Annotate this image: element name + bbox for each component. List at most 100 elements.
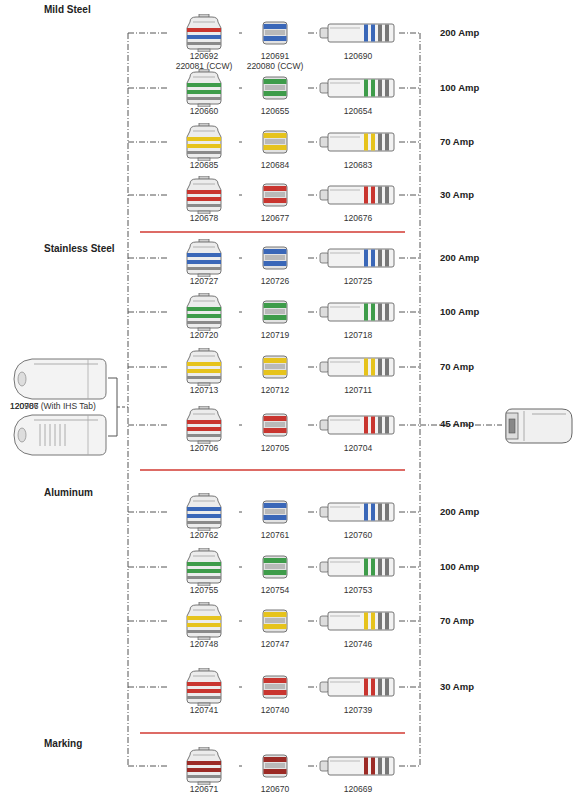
- dashed-connector: [308, 312, 317, 313]
- shield-part: 120671: [169, 747, 239, 795]
- row-leader-line: [128, 195, 169, 196]
- electrode-illustration: [317, 123, 399, 161]
- electrode-part: 120725: [317, 239, 399, 287]
- row-leader-line: [399, 258, 420, 259]
- shield-part: 120741: [169, 668, 239, 716]
- part-number: 120712: [242, 386, 308, 396]
- section-divider: [140, 732, 405, 734]
- amp-rating: 30 Amp: [440, 189, 474, 200]
- part-number: 120711: [317, 386, 399, 396]
- nozzle-illustration: [242, 293, 308, 331]
- dashed-connector: [239, 88, 242, 89]
- amp-rating: 30 Amp: [440, 681, 474, 692]
- shield-illustration: [169, 602, 239, 640]
- shield-illustration: [169, 668, 239, 706]
- dashed-connector: [308, 766, 317, 767]
- nozzle-part: 120726: [242, 239, 308, 287]
- dashed-connector: [308, 367, 317, 368]
- part-number: 120740: [242, 706, 308, 716]
- dashed-connector: [239, 621, 242, 622]
- row-leader-line: [399, 567, 420, 568]
- amp-rating: 200 Amp: [440, 27, 479, 38]
- dashed-connector: [308, 512, 317, 513]
- nozzle-illustration: [242, 493, 308, 531]
- part-number: 120907 (With IHS Tab): [10, 402, 110, 412]
- row-leader-line: [399, 88, 420, 89]
- part-number: 120727: [169, 277, 239, 287]
- electrode-part: 120676: [317, 176, 399, 224]
- part-number: 120755: [169, 586, 239, 596]
- electrode-illustration: [317, 69, 399, 107]
- torch-illustration: [506, 409, 572, 443]
- row-leader-line: [128, 258, 169, 259]
- row-leader-line: [128, 766, 169, 767]
- amp-rating: 70 Amp: [440, 136, 474, 147]
- shield-part: 120713: [169, 348, 239, 396]
- row-leader-line: [128, 142, 169, 143]
- row-leader-line: [128, 367, 169, 368]
- row-leader-line: [128, 687, 169, 688]
- part-number: 120690: [317, 52, 399, 62]
- nozzle-part: 120740: [242, 668, 308, 716]
- nozzle-part: 120747: [242, 602, 308, 650]
- electrode-part: 120746: [317, 602, 399, 650]
- part-number: 120685: [169, 161, 239, 171]
- part-number: 120678: [169, 214, 239, 224]
- part-number: 120692: [169, 52, 239, 62]
- shield-part: 120685: [169, 123, 239, 171]
- row-leader-line: [128, 621, 169, 622]
- nozzle-illustration: [242, 69, 308, 107]
- nozzle-part: 120754: [242, 548, 308, 596]
- row-leader-line: [399, 33, 420, 34]
- nozzle-part: 120705: [242, 406, 308, 454]
- part-number: 120739: [317, 706, 399, 716]
- row-leader-line: [399, 687, 420, 688]
- cap-illustration: [10, 356, 110, 402]
- electrode-illustration: [317, 293, 399, 331]
- part-number: 120746: [317, 640, 399, 650]
- electrode-part: 120669: [317, 747, 399, 795]
- shield-part: 120762: [169, 493, 239, 541]
- nozzle-illustration: [242, 747, 308, 785]
- row-leader-line: [399, 425, 420, 426]
- part-number: 120654: [317, 107, 399, 117]
- section-divider: [140, 231, 405, 233]
- row-leader-line: [128, 567, 169, 568]
- part-number: 120747: [242, 640, 308, 650]
- part-number: 120753: [317, 586, 399, 596]
- electrode-part: 120654: [317, 69, 399, 117]
- part-number: 120713: [169, 386, 239, 396]
- amp-rating: 100 Amp: [440, 82, 479, 93]
- cap-bracket: [108, 378, 117, 379]
- row-leader-line: [128, 425, 169, 426]
- dashed-connector: [308, 142, 317, 143]
- part-number: 120761: [242, 531, 308, 541]
- cap-bracket: [108, 436, 117, 437]
- row-leader-line: [128, 312, 169, 313]
- electrode-illustration: [317, 239, 399, 277]
- section-heading: Mild Steel: [44, 4, 91, 15]
- electrode-illustration: [317, 668, 399, 706]
- dashed-connector: [308, 195, 317, 196]
- part-number: 120704: [317, 444, 399, 454]
- part-number: 220080 (CCW): [242, 62, 308, 72]
- electrode-part: 120718: [317, 293, 399, 341]
- row-leader-line: [399, 621, 420, 622]
- nozzle-illustration: [242, 123, 308, 161]
- dashed-connector: [239, 367, 242, 368]
- dashed-connector: [308, 687, 317, 688]
- shield-part: 120660: [169, 69, 239, 117]
- electrode-illustration: [317, 602, 399, 640]
- amp-rating: 200 Amp: [440, 506, 479, 517]
- row-leader-line: [399, 367, 420, 368]
- left-bracket-line: [128, 33, 129, 766]
- nozzle-illustration: [242, 548, 308, 586]
- electrode-part: 120711: [317, 348, 399, 396]
- nozzle-illustration: [242, 348, 308, 386]
- shield-illustration: [169, 348, 239, 386]
- shield-illustration: [169, 69, 239, 107]
- part-number: 120760: [317, 531, 399, 541]
- cap-bracket: [117, 407, 128, 408]
- shield-part: 120720: [169, 293, 239, 341]
